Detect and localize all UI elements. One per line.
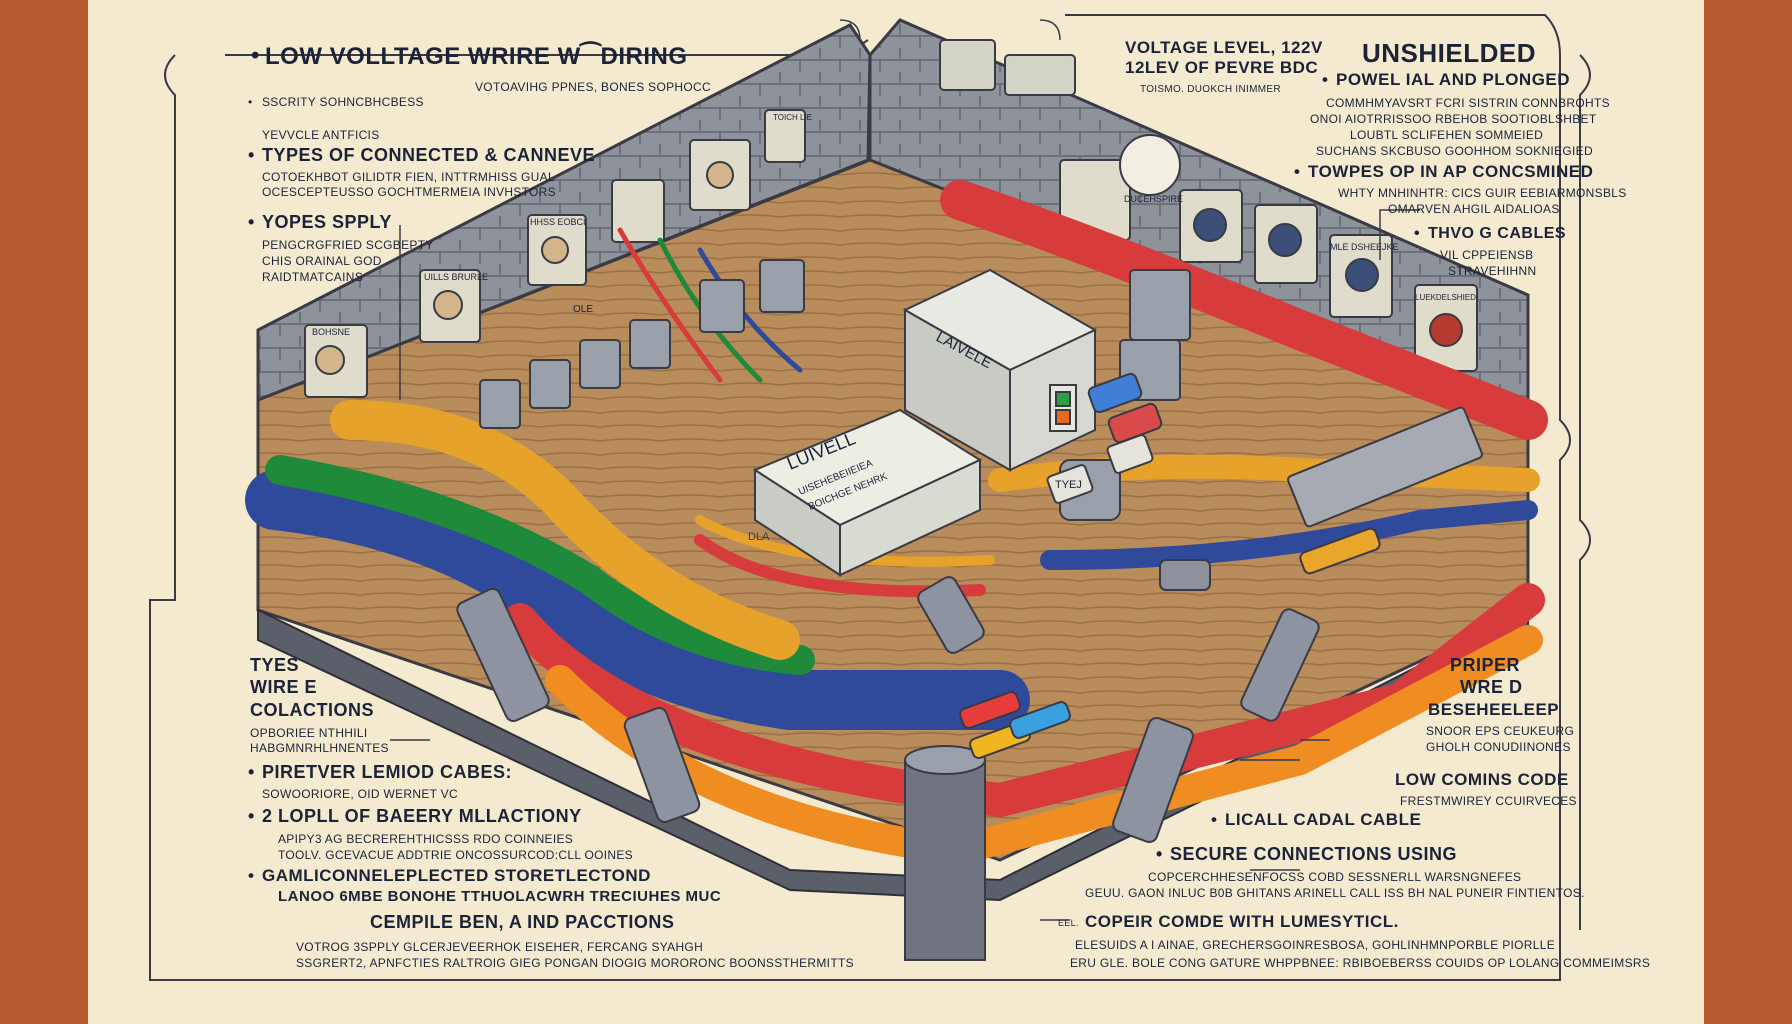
right-heading-priper: PRIPER	[1450, 655, 1521, 675]
floor-mark: DLA	[748, 531, 770, 543]
left-heading-compile: CEMPILE BEN, A IND PACCTIONS	[370, 912, 675, 932]
left-heading-supply: YOPES SPPLY	[248, 212, 392, 233]
junction-blocks	[479, 259, 1191, 429]
connector-plugs	[959, 372, 1381, 759]
center-heading-voltage: VOLTAGE LEVEL, 122V	[1125, 38, 1323, 57]
right-heading-copper: COPEIR COMDE WITH LUMESYTICL.	[1085, 912, 1399, 931]
plate-label-2: UILLS BRURLE	[424, 272, 488, 282]
left-text-battery-1: APIPY3 AG BECREREHTHICSSS RDO COINNEIES	[278, 832, 574, 846]
left-text-supply-3: RAIDTMATCAINS	[262, 270, 364, 284]
right-text-priper-2: GHOLH CONUDIINONES	[1426, 740, 1571, 754]
right-text-code: FRESTMWIREY CCUIRVECES	[1400, 794, 1577, 808]
left-text-compile-1: VOTROG 3SPPLY GLCERJEVEERHOK EISEHER, FE…	[296, 940, 704, 954]
left-text-supply-2: CHIS ORAINAL GOD	[262, 254, 382, 268]
plate-label-7: LUEKDELSHIED	[1415, 293, 1476, 302]
left-heading-cables: PIRETVER LEMIOD CABES:	[248, 762, 512, 783]
right-text-unshielded-3: LOUBTL SCLIFEHEN SOMMEIED	[1350, 128, 1544, 142]
battery-cylinder	[904, 745, 986, 961]
plate-label-3: HHSS EOBCI	[530, 217, 586, 227]
power-supply-box	[752, 408, 983, 577]
left-frame-bar	[0, 0, 88, 1024]
left-text-collections-2: HABGMNRHLHNENTES	[250, 741, 389, 755]
right-heading-secure: SECURE CONNECTIONS USING	[1156, 844, 1457, 865]
left-heading-gaml: GAMLICONNELEPLECTED STORETLECTOND	[248, 866, 651, 886]
right-text-cables-1: VIL CPPEIENSB	[1440, 248, 1534, 262]
small-box-label: TYEJ	[1055, 479, 1082, 491]
cable-straps	[456, 576, 1320, 843]
right-text-secure-2: GEUU. GAON INLUC B0B GHITANS ARINELL CAL…	[1085, 886, 1585, 900]
right-text-copper-2: ERU GLE. BOLE CONG GATURE WHPPBNEE: RBIB…	[1070, 956, 1651, 970]
left-text-compile-2: SSGRERT2, APNFCTIES RALTROIG GIEG PONGAN…	[296, 956, 854, 970]
right-text-cables-2: STRAVEHIHNN	[1448, 264, 1537, 278]
left-heading-wire: WIRE E	[250, 677, 318, 697]
right-text-types-1: WHTY MNHINHTR: CICS GUIR EEBIARMONSBLS	[1338, 186, 1627, 200]
right-text-priper-1: SNOOR EPS CEUKEURG	[1426, 724, 1575, 738]
left-text-supply-1: PENGCRGFRIED SCGBEPTY	[262, 238, 434, 252]
right-text-unshielded-2: ONOI AIOTRRISSOO RBEHOB SOOTIOBLSHBET	[1310, 112, 1597, 126]
right-subheading-unshielded: POWEL IAL AND PLONGED	[1322, 70, 1570, 90]
terminal-strip	[1287, 406, 1483, 528]
right-text-types-2: OMARVEN AHGIL AIDALIOAS	[1388, 202, 1560, 216]
left-heading-gaml-2: LANOO 6MBE BONOHE TTHUOLACWRH TRECIUHES …	[278, 888, 722, 905]
transformer-unit	[902, 268, 1098, 472]
right-heading-code: LOW COMINS CODE	[1395, 770, 1569, 789]
right-text-unshielded-1: COMMHMYAVSRT FCRI SISTRIN CONNBROHTS	[1326, 96, 1610, 110]
center-text-voltage: TOISMO. DUOKCH INIMMER	[1140, 84, 1281, 95]
left-sub-1: SSCRITY SOHNCBHCBESS	[248, 95, 424, 110]
right-heading-cables: THVO G CABLES	[1414, 225, 1566, 243]
left-text-connectors: COTOEKHBOT GILIDTR FIEN, INTTRMHISS GUAL…	[262, 170, 556, 199]
left-sub-2: YEVVCLE ANTFICIS	[262, 128, 380, 142]
plate-label-5: DUCEHSPIRE	[1124, 194, 1183, 204]
right-heading-unshielded: UNSHIELDED	[1362, 38, 1537, 68]
right-frame-bar	[1704, 0, 1792, 1024]
right-heading-local-cable: LICALL CADAL CABLE	[1211, 810, 1421, 830]
right-text-unshielded-4: SUCHANS SKCBUSO GOOHHOM SOKNIEGIED	[1316, 144, 1593, 158]
left-text-cables: SOWOORIORE, OID WERNET VC	[262, 787, 458, 801]
left-heading-types: TYES	[250, 655, 300, 675]
right-heading-types: TOWPES OP IN AP CONCSMINED	[1294, 162, 1593, 182]
left-text-battery-2: TOOLV. GCEVACUE ADDTRIE ONCOSSURCOD:CLL …	[278, 848, 633, 862]
right-prefix-copper: EEL.	[1058, 918, 1079, 928]
leader-lines	[390, 19, 1420, 921]
right-heading-wre: WRE D	[1460, 677, 1523, 697]
right-text-copper-1: ELESUIDS A I AINAE, GRECHERSGOINRESBOSA,…	[1075, 938, 1555, 952]
plate-label-6: MLE DSHEEJKE	[1330, 242, 1399, 252]
plate-label-1: BOHSNE	[312, 327, 350, 337]
left-text-collections-1: OPBORIEE NTHHILI	[250, 726, 368, 740]
left-heading-connectors: TYPES OF CONNECTED & CANNEVE	[248, 145, 595, 166]
center-heading-level: 12LEV OF PEVRE BDC	[1125, 58, 1319, 77]
left-heading-battery: 2 LOPLL OF BAEERY MLLACTIONY	[248, 806, 582, 827]
right-text-secure-1: COPCERCHHESENFOCSS COBD SESSNERLL WARSNG…	[1148, 870, 1522, 884]
wall-outlets-left	[304, 39, 1076, 398]
left-heading-collections: COLACTIONS	[250, 700, 374, 720]
main-title: LOW VOLLTAGE WRIRE W⁀DIRING	[251, 42, 688, 71]
ole-mark: OLE	[573, 304, 593, 315]
main-subtitle: VOTOAVIHG PPNES, BONES SOPHOCC	[475, 80, 711, 94]
plate-label-4: TOICH LIE	[773, 113, 812, 122]
right-heading-beseh: BESEHEELEEP	[1428, 700, 1560, 719]
